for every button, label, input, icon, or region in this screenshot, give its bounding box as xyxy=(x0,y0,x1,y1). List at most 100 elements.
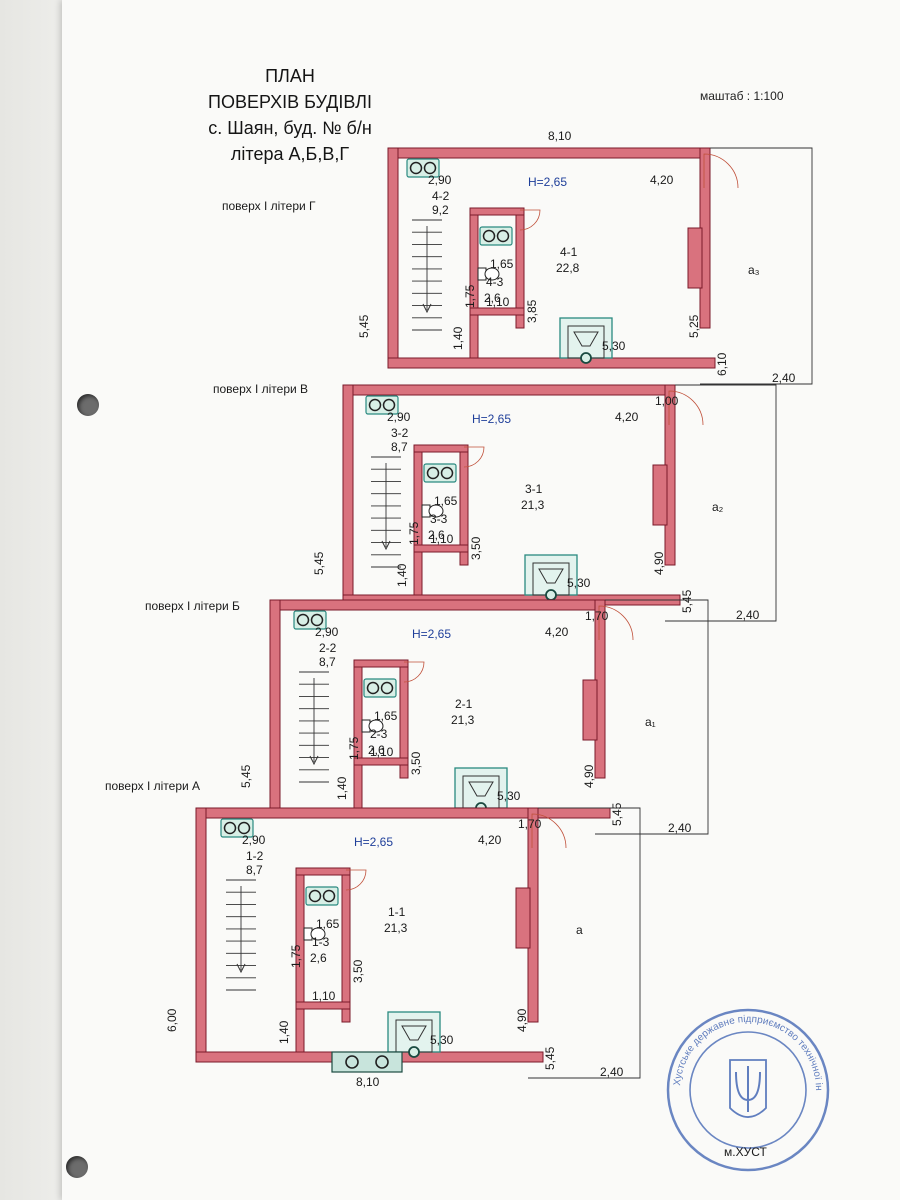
floor-1-terrace-outline xyxy=(528,807,641,1079)
floor-3-wall-pier xyxy=(652,464,668,526)
floor-4-gas-meter-burner-left xyxy=(409,161,423,175)
floor-3-toilet-bowl xyxy=(428,504,444,518)
floor-3-room-hall-id: 3-2 xyxy=(391,426,409,440)
floor-3-wc-heater-burner-left xyxy=(426,466,440,480)
floor-3-dim-corridor: 1,10 xyxy=(430,532,454,546)
floor-2-wc-heater xyxy=(363,678,397,698)
floor-4-terrace-label: а₃ xyxy=(748,263,760,277)
floor-4-stove xyxy=(559,317,613,364)
floor-1-room-main-area: 21,3 xyxy=(384,921,408,935)
floor-4-door-wc xyxy=(519,209,541,231)
floor-4-stove-hood xyxy=(573,331,599,347)
binder-hole-bottom xyxy=(66,1156,88,1178)
floor-1-dim-overall: 8,10 xyxy=(356,1075,380,1089)
floor-2-wall-wc-left xyxy=(353,659,363,809)
floor-4-dim-right-outer: 6,10 xyxy=(715,352,729,376)
floor-3-staircase xyxy=(371,456,401,568)
floor-3-wall-wc-bottom xyxy=(413,544,469,553)
floor-2-gas-meter-burner-right xyxy=(310,613,324,627)
entrance-meter-box xyxy=(331,1051,403,1073)
floor-4-wall-left xyxy=(387,147,399,369)
floor-3-terrace-outline xyxy=(665,384,777,622)
floor-1-room-hall-area: 8,7 xyxy=(246,863,263,877)
floor-2-dim-hall: 1,40 xyxy=(335,776,349,800)
floor-2-gas-meter-body xyxy=(293,610,327,630)
floor-1-door-wc xyxy=(345,869,367,891)
plan-subtitle: ПОВЕРХІВ БУДІВЛІ xyxy=(208,92,372,112)
floor-1-wall-left xyxy=(195,807,207,1063)
floor-4-dim-right-inner: 5,25 xyxy=(687,314,701,338)
stamp-city: м.ХУСТ xyxy=(724,1145,767,1159)
floor-1-dim-right-inner: 4,90 xyxy=(515,1008,529,1032)
floor-2-room-hall-area: 8,7 xyxy=(319,655,336,669)
floor-1-gas-meter-burner-right xyxy=(237,821,251,835)
floor-2-wall-wc-bottom xyxy=(353,757,409,766)
floor-1-wall-top xyxy=(195,807,539,819)
floor-4-dim-terrace: 2,40 xyxy=(772,371,796,385)
floor-2-dim-wc-depth: 3,50 xyxy=(409,751,423,775)
floor-3-dim-top: 4,20 xyxy=(615,410,639,424)
floor-2-dim-right-inner: 4,90 xyxy=(582,764,596,788)
floor-3-room-wc-area: 2,6 xyxy=(428,528,445,542)
floor-2-dim-hall-width: 2,90 xyxy=(315,625,339,639)
floor-2-door-wc xyxy=(403,661,425,683)
floor-4-wall-pier xyxy=(687,227,703,289)
floor-3-room-main-id: 3-1 xyxy=(525,482,543,496)
floor-2-wc-heater-burner-left xyxy=(366,681,380,695)
floor-2-terrace-outline xyxy=(595,599,709,835)
floor-1-wall-wc-right xyxy=(341,867,351,1023)
entrance-meter-right xyxy=(375,1055,389,1069)
floor-3-dim-wc-height: 1,75 xyxy=(407,521,421,545)
floor-4-dim-top: 4,20 xyxy=(650,173,674,187)
floor-3-dim-right-inner: 4,90 xyxy=(652,551,666,575)
floor-4-room-hall-id: 4-2 xyxy=(432,189,450,203)
floor-3-wc-heater xyxy=(423,463,457,483)
floor-2-dim-left: 5,45 xyxy=(239,764,253,788)
floor-3-gas-meter xyxy=(365,395,399,415)
floor-2-dim-corridor: 1,10 xyxy=(370,745,394,759)
floor-4-room-wc-id: 4-3 xyxy=(486,275,504,289)
floor-1-wall-pier xyxy=(515,887,531,949)
floor-4-wc-heater-burner-left xyxy=(482,229,496,243)
floor-2-room-main-id: 2-1 xyxy=(455,697,473,711)
floor-1-toilet xyxy=(303,927,326,941)
floor-3-gas-meter-burner-right xyxy=(382,398,396,412)
floor-1-dim-hall-width: 2,90 xyxy=(242,833,266,847)
floor-1-dim-left: 6,00 xyxy=(165,1008,179,1032)
floor-3-door-entry xyxy=(668,390,704,426)
floor-2-dim-top: 4,20 xyxy=(545,625,569,639)
floor-2-dim-wc-width: 1,65 xyxy=(374,709,398,723)
floor-1-stove-hood xyxy=(401,1025,427,1041)
floor-2-toilet-bowl xyxy=(368,719,384,733)
floor-2-staircase xyxy=(299,671,329,783)
floor-4-dim-bottom: 5,30 xyxy=(602,339,626,353)
floor-4-gas-meter-burner-right xyxy=(423,161,437,175)
floor-1-dim-door-width: 1,70 xyxy=(518,817,542,831)
floor-1-floor-label: поверх І літери А xyxy=(105,779,200,793)
floor-4-wall-wc-left xyxy=(469,207,479,359)
floor-4-dim-wc-depth: 3,85 xyxy=(525,299,539,323)
floor-4-wall-wc-bottom xyxy=(469,307,525,316)
floor-3-wall-wc-top xyxy=(413,444,469,453)
floor-4-wall-top xyxy=(387,147,711,159)
floor-3-terrace-label: а₂ xyxy=(712,500,724,514)
floor-4-terrace-outline xyxy=(700,147,813,385)
floor-3-stove-hood xyxy=(538,568,564,584)
plan-address: с. Шаян, буд. № б/н xyxy=(208,118,372,138)
floor-2-ceiling-height: H=2,65 xyxy=(412,627,451,641)
floor-1-gas-meter-burner-left xyxy=(223,821,237,835)
floor-3-dim-terrace: 2,40 xyxy=(736,608,760,622)
floor-1-gas-meter xyxy=(220,818,254,838)
floor-2-stove-hood xyxy=(468,781,494,797)
floor-4-room-main-area: 22,8 xyxy=(556,261,580,275)
floor-1-dim-wc-depth: 3,50 xyxy=(351,959,365,983)
floor-4-dim-hall-width: 2,90 xyxy=(428,173,452,187)
floor-3-floor-label: поверх І літери В xyxy=(213,382,308,396)
floor-4-stove-outer xyxy=(559,317,613,359)
floor-1-ceiling-height: H=2,65 xyxy=(354,835,393,849)
floor-4-room-main-id: 4-1 xyxy=(560,245,578,259)
floor-2-wc-heater-burner-right xyxy=(380,681,394,695)
floor-2-floor-label: поверх І літери Б xyxy=(145,599,240,613)
floor-4-ceiling-height: H=2,65 xyxy=(528,175,567,189)
